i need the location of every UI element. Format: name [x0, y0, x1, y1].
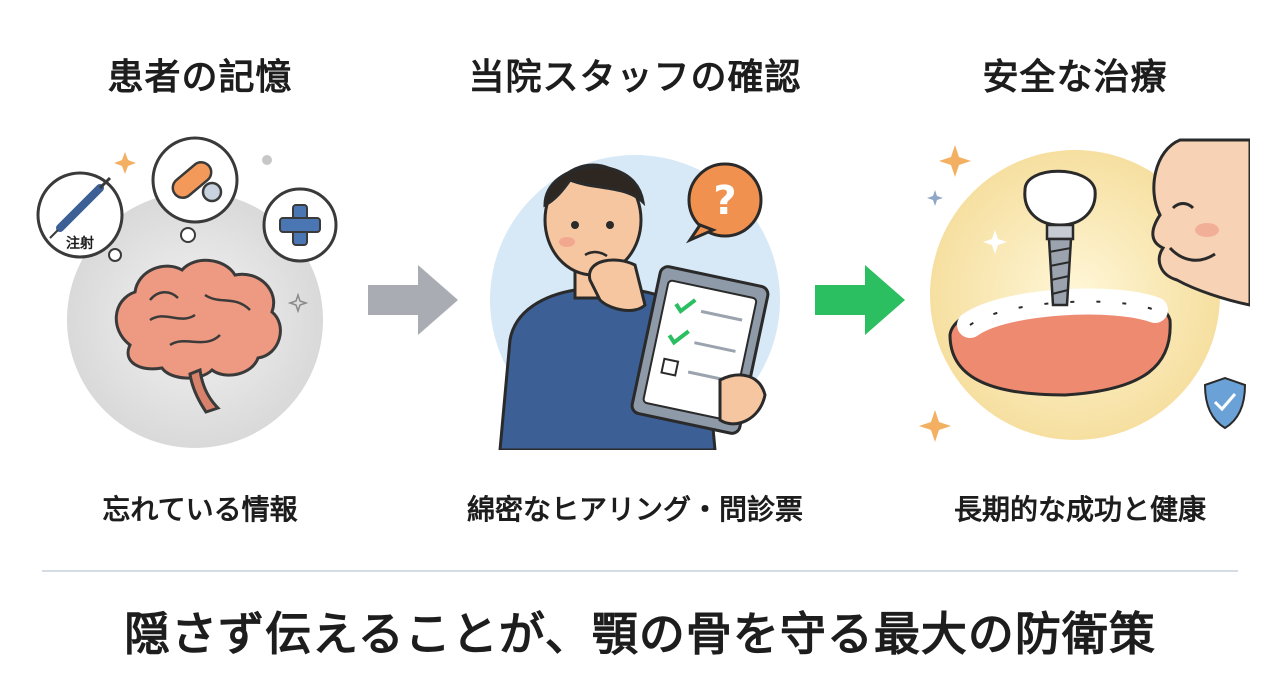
brain-memory-illustration: 注射: [36, 136, 338, 448]
medical-cross-bubble-icon: [262, 187, 338, 263]
column-title-safe-treatment: 安全な治療: [982, 57, 1168, 98]
question-bubble-icon: [685, 162, 763, 244]
arrow-right-gray: [368, 265, 458, 335]
column-title-memory: 患者の記憶: [107, 57, 293, 98]
implant-treatment-illustration: [919, 138, 1250, 442]
smiling-face-icon: [1151, 138, 1250, 307]
dental-arch-icon: [948, 288, 1172, 397]
column-title-staff-check: 当院スタッフの確認: [468, 57, 802, 98]
column-caption-hearing-questionnaire: 綿密なヒアリング・問診票: [466, 493, 803, 526]
dental-implant-icon: [1023, 169, 1097, 307]
divider-line: [42, 570, 1238, 572]
staff-checking-illustration: ?: [490, 155, 780, 450]
syringe-bubble-icon: [36, 171, 124, 262]
brain-icon: [114, 258, 282, 414]
question-mark: ?: [713, 178, 736, 224]
bubble-label-injection: 注射: [66, 235, 94, 252]
column-caption-forgotten-info: 忘れている情報: [102, 493, 298, 526]
column-caption-long-term-success: 長期的な成功と健康: [953, 493, 1206, 526]
arrow-right-green: [815, 265, 905, 335]
pills-bubble-icon: [151, 136, 239, 243]
shield-check-icon: [1203, 376, 1247, 430]
footer-message: 隠さず伝えることが、顎の骨を守る最大の防衛策: [124, 607, 1156, 661]
clipboard-checklist-icon: [630, 265, 770, 435]
